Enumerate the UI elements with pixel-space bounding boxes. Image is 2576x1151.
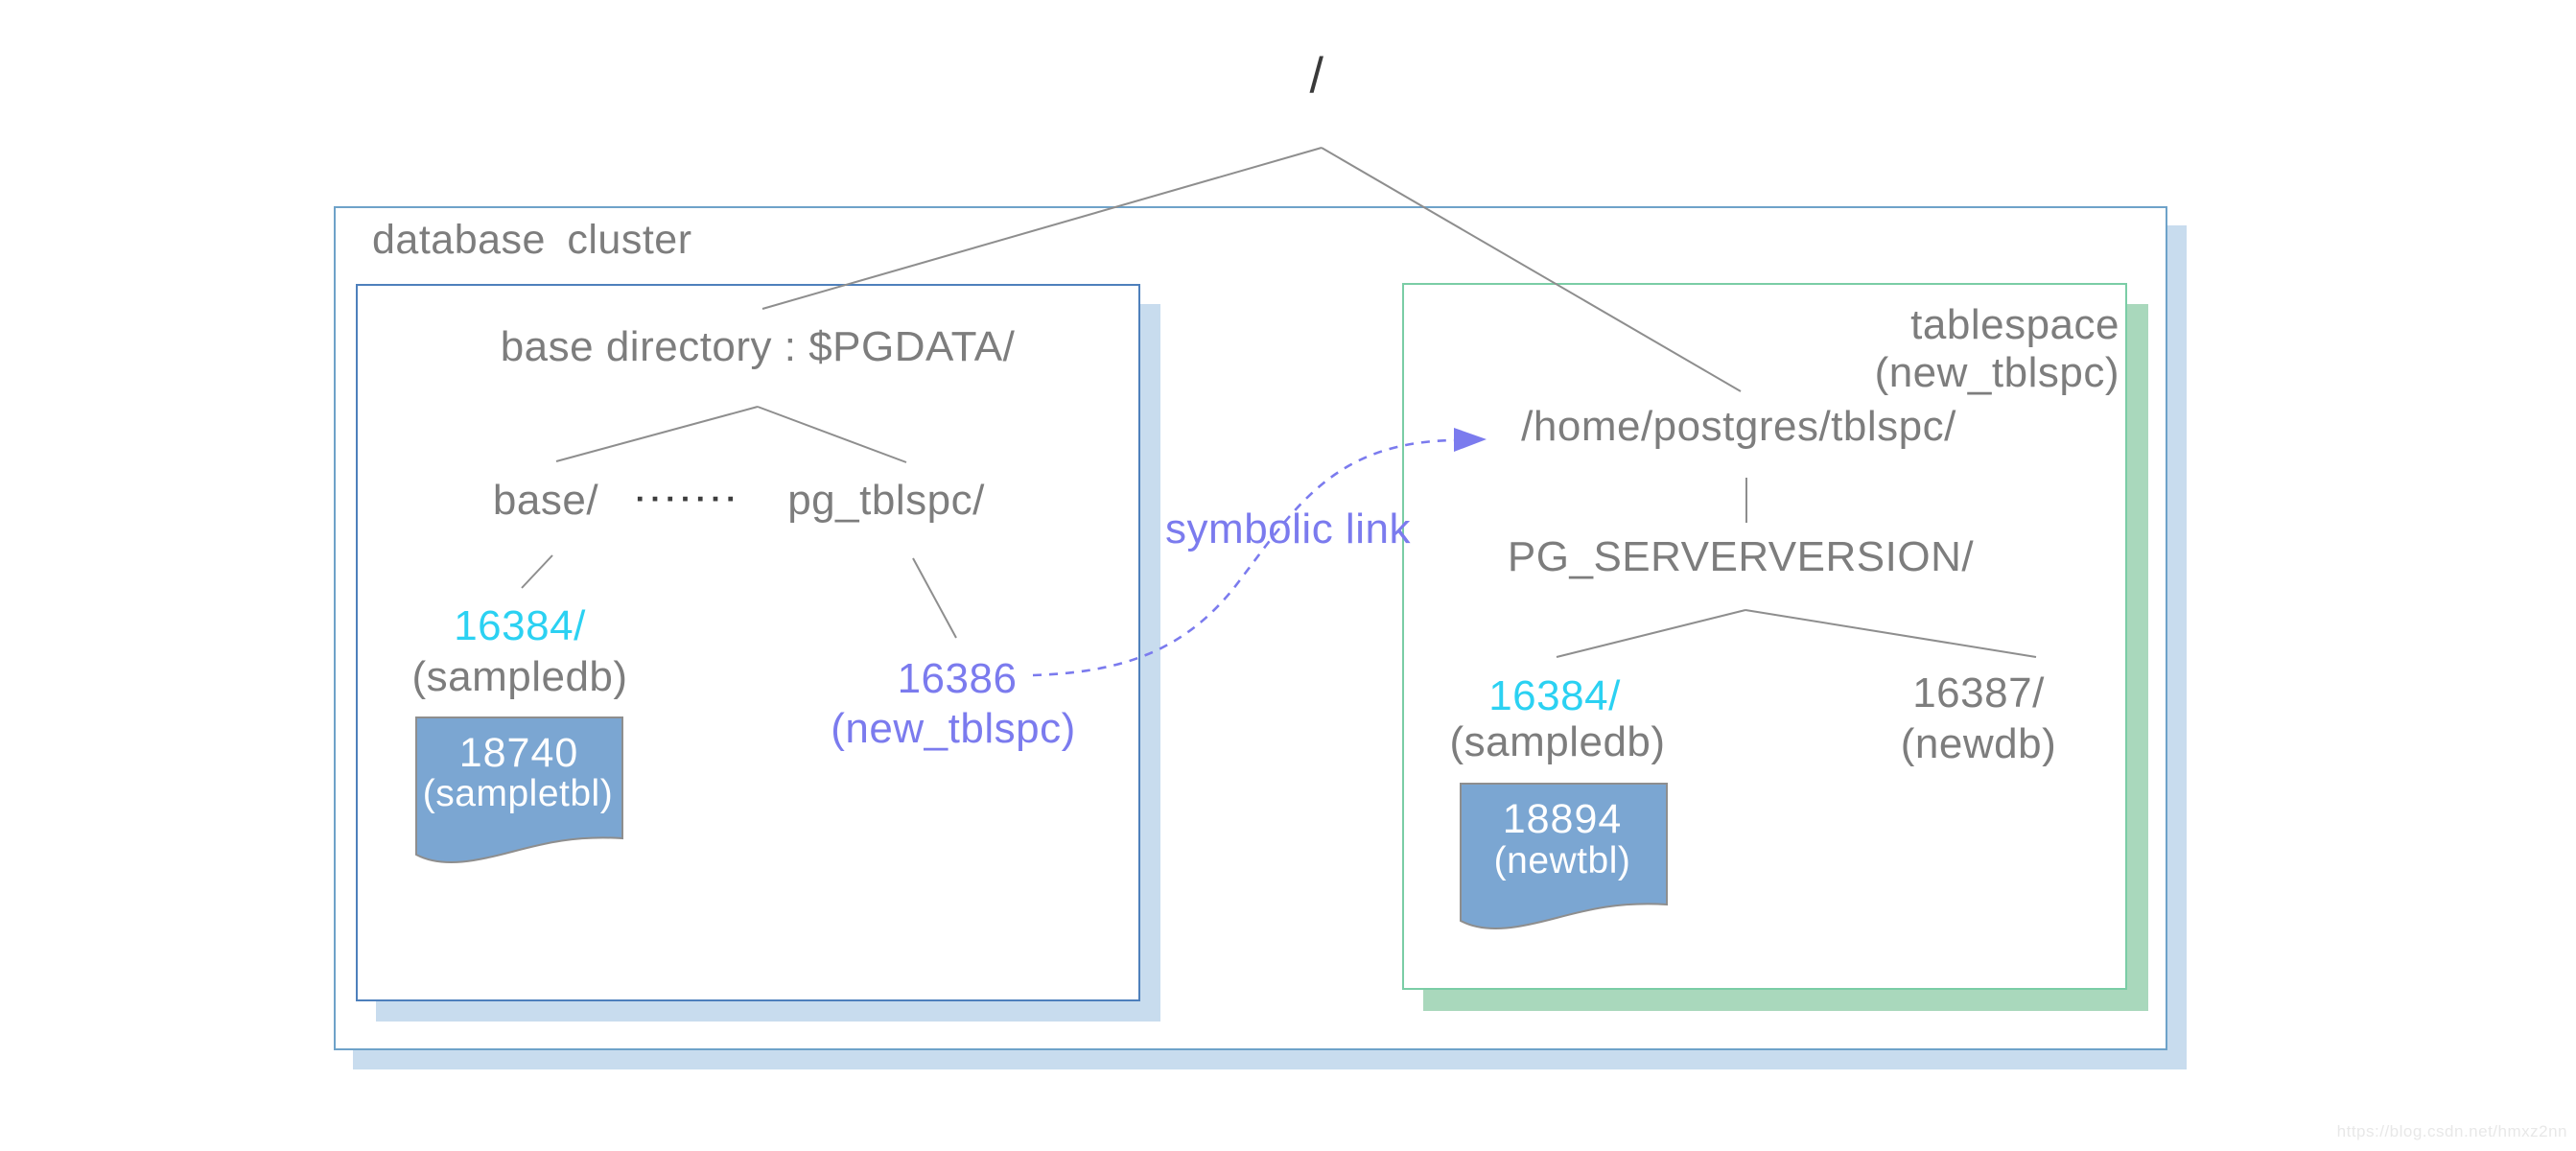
newtbl-file-oid: 18894 — [1502, 796, 1623, 842]
file-shape-newtbl — [1460, 783, 1668, 929]
tree-line-version-to-16387 — [1745, 609, 2037, 658]
sampletbl-file-name: (sampletbl) — [422, 773, 614, 814]
ellipsis-dots: ▪▪▪▪▪▪▪ — [636, 489, 743, 509]
tablespace-subtitle: (new_tblspc) — [1874, 349, 2119, 396]
tree-line-root-to-pgdata — [761, 147, 1323, 310]
arrow-right-icon — [1454, 428, 1487, 452]
sampletbl-file-oid: 18740 — [458, 730, 579, 776]
watermark-text: https://blog.csdn.net/hmxz2nn — [2336, 1122, 2567, 1140]
tree-line-pgtblspc-to-16386 — [912, 557, 957, 639]
base-directory-box — [356, 284, 1140, 1001]
tree-line-root-to-tblspc-path — [1321, 147, 1742, 392]
tree-line-pgdata-to-base — [555, 406, 759, 462]
pg-tblspc-dir-label: pg_tblspc/ — [787, 477, 985, 524]
tablespace-title: tablespace — [1910, 301, 2119, 348]
new-tblspc-oid: 16386 — [897, 655, 1018, 702]
root-directory-label: / — [1309, 48, 1324, 104]
tablespace-box — [1402, 283, 2127, 990]
tree-line-version-to-16384 — [1556, 609, 1746, 658]
sampledb-oid-left: 16384/ — [454, 602, 586, 649]
sampledb-name-right: (sampledb) — [1449, 718, 1666, 765]
tree-line-pgdata-to-pgtblspc — [757, 406, 907, 463]
database-cluster-title: database cluster — [372, 217, 692, 263]
newdb-name: (newdb) — [1900, 720, 2057, 767]
newdb-oid: 16387/ — [1912, 669, 2045, 716]
base-dir-label: base/ — [492, 477, 599, 524]
sampledb-name-left: (sampledb) — [411, 653, 628, 700]
new-tblspc-name: (new_tblspc) — [831, 705, 1076, 752]
file-shape-sampletbl — [415, 716, 623, 863]
base-directory-label: base directory : $PGDATA/ — [500, 323, 1016, 370]
tblspc-path-label: /home/postgres/tblspc/ — [1521, 403, 1956, 450]
sampledb-oid-right: 16384/ — [1488, 672, 1621, 719]
newtbl-file-name: (newtbl) — [1493, 840, 1631, 881]
tree-line-base-to-16384 — [521, 554, 553, 589]
database-cluster-box — [334, 206, 2167, 1050]
symbolic-link-label: symbolic link — [1165, 505, 1411, 552]
pg-serverversion-label: PG_SERVERVERSION/ — [1507, 533, 1975, 580]
tablespace-title-block: tablespace (new_tblspc) — [1875, 301, 2119, 397]
symbolic-link-curve — [1032, 438, 1455, 677]
